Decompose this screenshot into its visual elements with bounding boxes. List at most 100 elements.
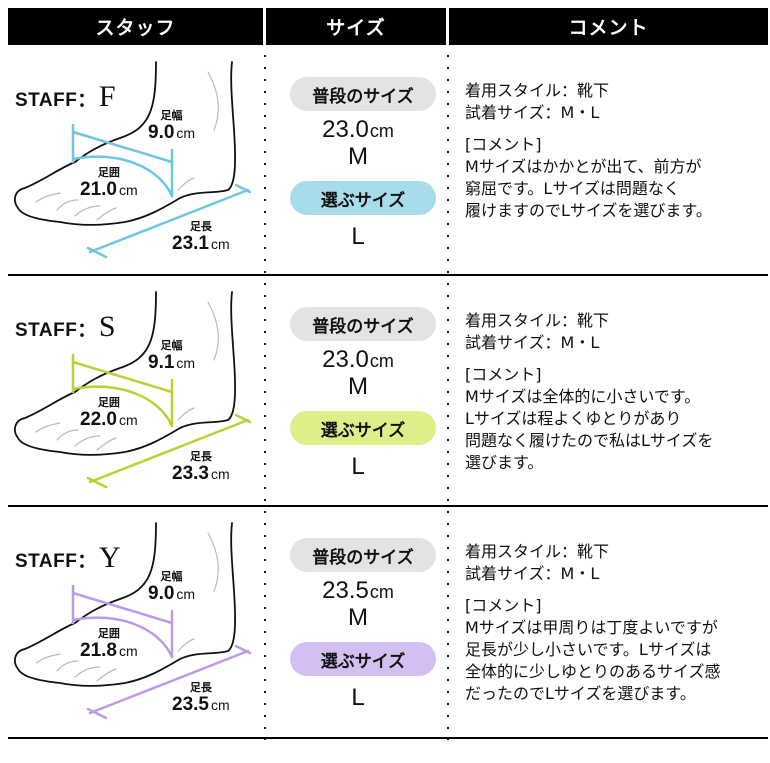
usual-size-badge: 普段のサイズ <box>290 307 436 341</box>
foot-width-value: 9.0 <box>148 583 175 604</box>
staff-initial: Y <box>98 541 121 574</box>
foot-length-value: 23.5 <box>172 694 209 715</box>
unit: cm <box>210 466 230 482</box>
unit: cm <box>118 643 138 659</box>
staff-name: STAFF：F <box>15 80 116 114</box>
foot-length-label: 足長 <box>189 220 212 233</box>
column-divider-dotted <box>264 50 266 740</box>
foot-girth-value: 22.0 <box>80 409 117 430</box>
usual-size-cm: 23.5cm <box>268 577 448 605</box>
foot-diagram-icon <box>14 522 252 720</box>
foot-diagram-icon <box>14 291 252 489</box>
tried-sizes: 試着サイズ：M・L <box>465 564 600 583</box>
comment-line: Mサイズは甲周りは丁度よいですが <box>465 618 718 637</box>
foot-length-value: 23.1 <box>172 233 209 254</box>
comment-line: Lサイズは程よくゆとりがあり <box>465 409 682 428</box>
unit: cm <box>369 351 394 371</box>
comment-heading: [コメント] <box>465 365 542 384</box>
chosen-size-letter: L <box>351 453 365 480</box>
chosen-size-badge: 選ぶサイズ <box>290 181 436 215</box>
usual-size-letter: M <box>348 604 368 631</box>
foot-girth-label: 足囲 <box>97 166 120 179</box>
comment-heading: [コメント] <box>465 135 542 154</box>
staff-initial: F <box>98 80 116 113</box>
unit: cm <box>176 125 196 141</box>
tried-sizes: 試着サイズ：M・L <box>465 103 600 122</box>
header-comment: コメント <box>449 8 768 45</box>
foot-width-label: 足幅 <box>160 570 183 583</box>
comment-line: 問題なく履けたので私はLサイズを <box>465 431 714 450</box>
usual-size-cm: 23.0cm <box>268 116 448 144</box>
column-divider-dotted <box>447 50 449 740</box>
staff-prefix: STAFF： <box>15 320 97 341</box>
row-divider <box>8 274 768 276</box>
staff-prefix: STAFF： <box>15 90 97 111</box>
comment-line: 足長が少し小さいです。Lサイズは <box>465 640 712 659</box>
foot-length-value: 23.3 <box>172 463 209 484</box>
wear-style: 着用スタイル：靴下 <box>465 81 610 100</box>
usual-cm-value: 23.0 <box>322 346 369 373</box>
foot-length-label: 足長 <box>189 450 212 463</box>
comment-line: 選びます。 <box>465 453 544 472</box>
comment-line: 窮屈です。Lサイズは問題なく <box>465 179 680 198</box>
header-size: サイズ <box>266 8 446 45</box>
staff-name: STAFF：S <box>15 310 116 344</box>
row-divider <box>8 737 768 739</box>
comment-heading: [コメント] <box>465 596 542 615</box>
foot-girth-label: 足囲 <box>97 396 120 409</box>
foot-width-label: 足幅 <box>160 109 183 122</box>
wear-style: 着用スタイル：靴下 <box>465 311 610 330</box>
staff-prefix: STAFF： <box>15 551 97 572</box>
header-staff: スタッフ <box>8 8 263 45</box>
foot-length-label: 足長 <box>189 681 212 694</box>
chosen-size-badge: 選ぶサイズ <box>290 642 436 676</box>
staff-initial: S <box>98 310 116 343</box>
tried-sizes: 試着サイズ：M・L <box>465 333 600 352</box>
foot-width-value: 9.0 <box>148 122 175 143</box>
size-column: 普段のサイズ 23.0cm M 選ぶサイズ L <box>268 280 448 510</box>
usual-cm-value: 23.5 <box>322 577 369 604</box>
usual-size-badge: 普段のサイズ <box>290 77 436 111</box>
foot-width-label: 足幅 <box>160 339 183 352</box>
foot-girth-label: 足囲 <box>97 627 120 640</box>
unit: cm <box>176 355 196 371</box>
unit: cm <box>210 236 230 252</box>
comment-line: Mサイズはかかとが出て、前方が <box>465 157 702 176</box>
foot-diagram-icon <box>14 61 252 259</box>
comment-line: 全体的に少しゆとりのあるサイズ感 <box>465 662 721 681</box>
size-column: 普段のサイズ 23.5cm M 選ぶサイズ L <box>268 511 448 741</box>
size-column: 普段のサイズ 23.0cm M 選ぶサイズ L <box>268 50 448 280</box>
usual-cm-value: 23.0 <box>322 116 369 143</box>
comment-column: 着用スタイル：靴下 試着サイズ：M・L [コメント] Mサイズは甲周りは丁度よい… <box>465 541 770 705</box>
chosen-size-letter: L <box>351 684 365 711</box>
foot-width-value: 9.1 <box>148 352 175 373</box>
chosen-size-letter: L <box>351 223 365 250</box>
table-header: スタッフ サイズ コメント <box>8 8 768 45</box>
staff-name: STAFF：Y <box>15 541 121 575</box>
row-divider <box>8 505 768 507</box>
comment-line: だったのでLサイズを選びます。 <box>465 684 696 703</box>
unit: cm <box>118 182 138 198</box>
unit: cm <box>210 697 230 713</box>
chosen-size-badge: 選ぶサイズ <box>290 411 436 445</box>
usual-size-letter: M <box>348 373 368 400</box>
usual-size-cm: 23.0cm <box>268 346 448 374</box>
unit: cm <box>369 582 394 602</box>
comment-line: 履けますのでLサイズを選びます。 <box>465 201 712 220</box>
comment-line: Mサイズは全体的に小さいです。 <box>465 387 701 406</box>
comment-column: 着用スタイル：靴下 試着サイズ：M・L [コメント] Mサイズは全体的に小さいで… <box>465 310 770 474</box>
usual-size-letter: M <box>348 143 368 170</box>
usual-size-badge: 普段のサイズ <box>290 538 436 572</box>
